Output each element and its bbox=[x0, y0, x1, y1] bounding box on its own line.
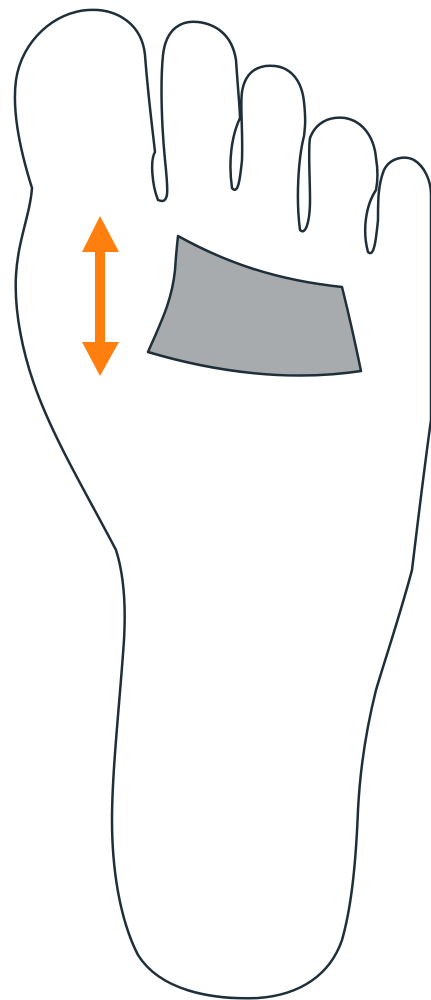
foot-outline bbox=[15, 10, 431, 998]
arrow-shaft bbox=[95, 250, 105, 344]
metatarsal-pad bbox=[148, 236, 361, 376]
arrow-head-down bbox=[82, 342, 119, 376]
vertical-double-arrow-icon bbox=[82, 216, 119, 376]
arrow-head-up bbox=[82, 216, 119, 252]
